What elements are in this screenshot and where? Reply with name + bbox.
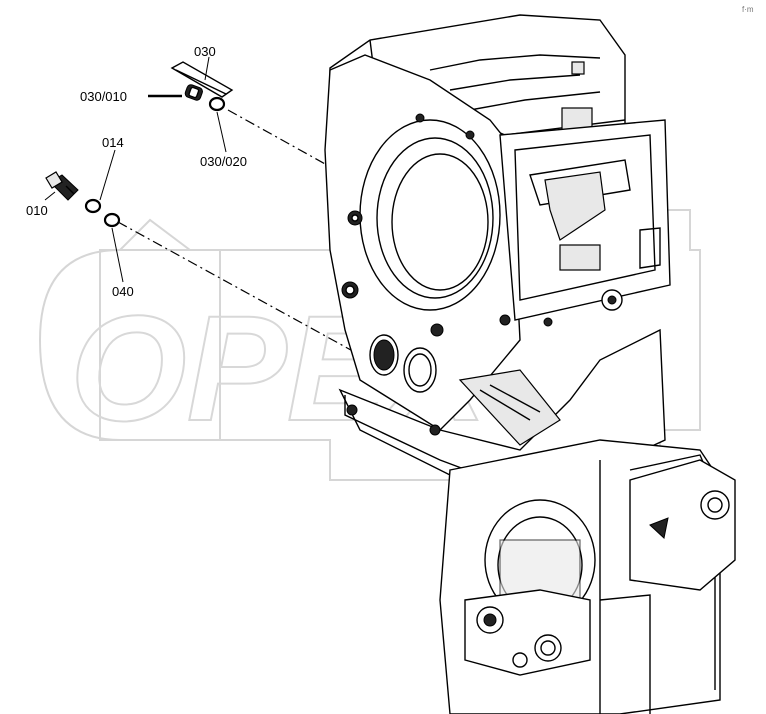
part-010-plug <box>45 171 79 201</box>
transmission-housing <box>324 14 736 714</box>
label-010: 010 <box>26 203 48 218</box>
part-040-ring <box>103 212 121 228</box>
label-030-010: 030/010 <box>80 89 127 104</box>
part-014-ring <box>84 198 102 214</box>
corner-mark: f·m <box>742 5 754 14</box>
label-040: 040 <box>112 284 134 299</box>
part-030-plate <box>148 61 234 101</box>
callout-lines <box>44 56 227 283</box>
label-030: 030 <box>194 44 216 59</box>
part-030-020-ring <box>208 96 226 112</box>
label-030-020: 030/020 <box>200 154 247 169</box>
label-014: 014 <box>102 135 124 150</box>
leader-lines <box>117 109 361 356</box>
